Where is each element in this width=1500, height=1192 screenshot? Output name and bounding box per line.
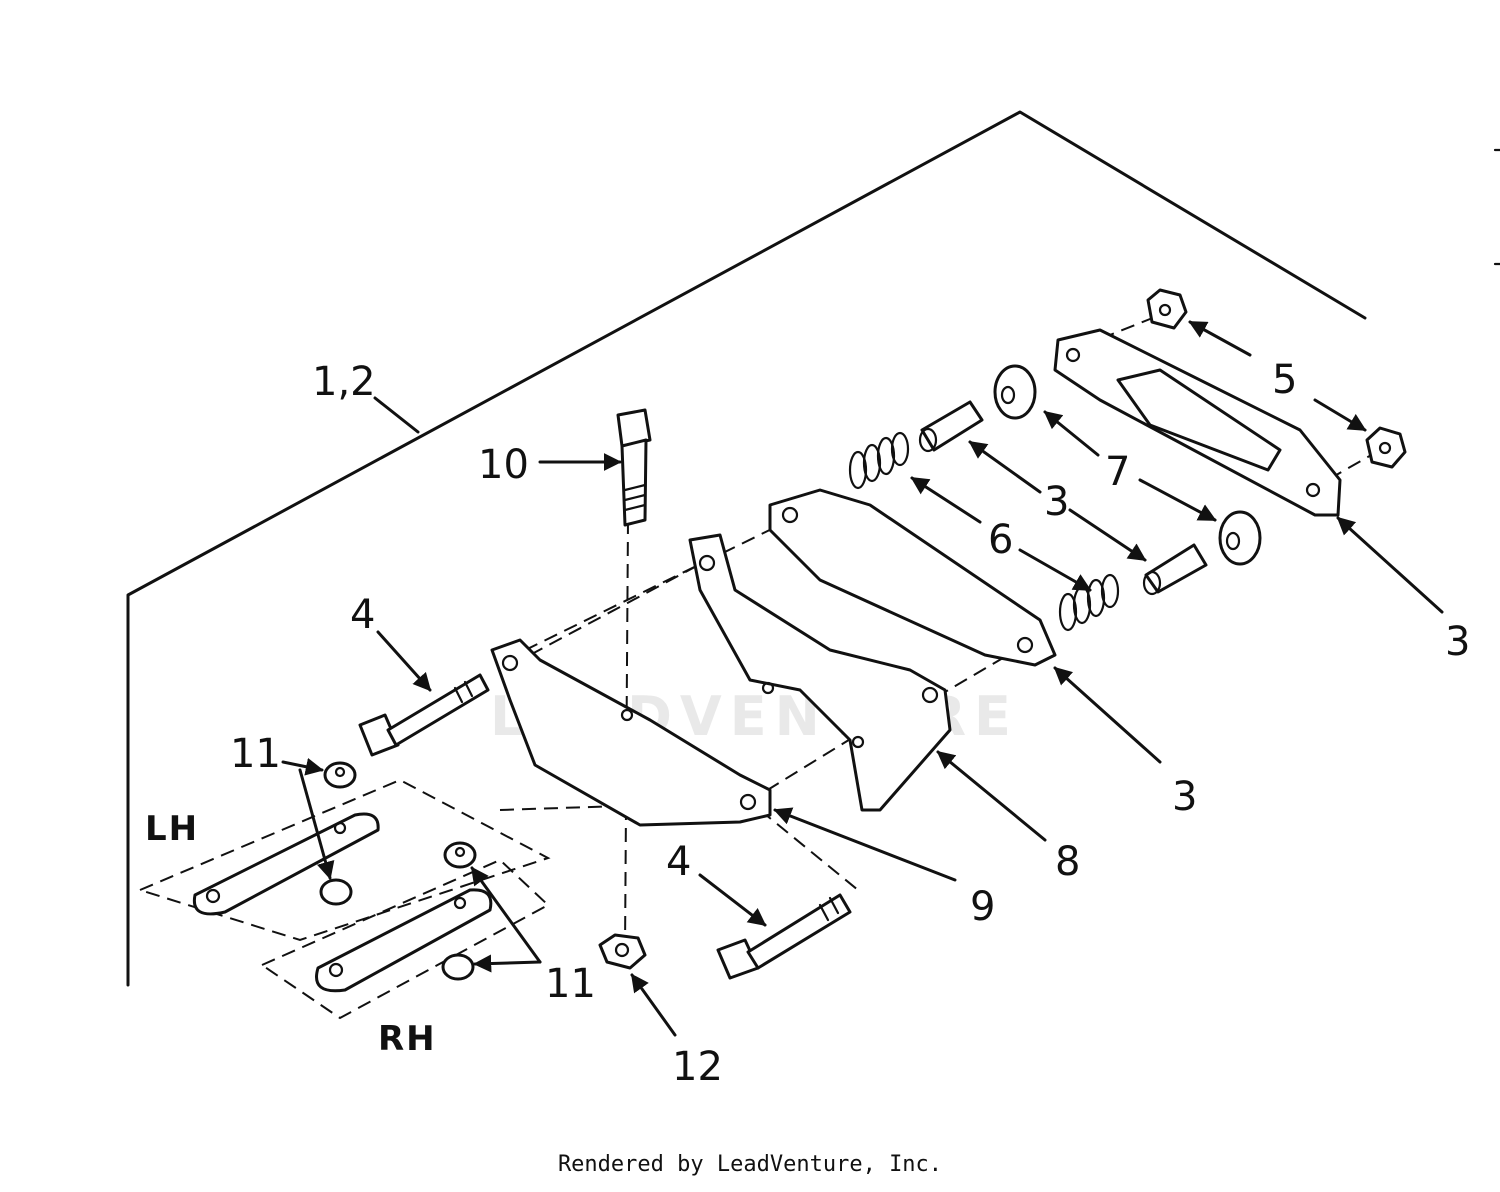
deck-frame-outline: [126, 110, 1500, 987]
rh-spacer-upper: [443, 841, 477, 869]
front-plate: [768, 488, 1057, 667]
bushing-7-upper: [993, 364, 1037, 420]
spring-6-upper: [848, 431, 910, 490]
credit-footer: Rendered by LeadVenture, Inc.: [557, 1152, 943, 1177]
rh-spacer-lower: [441, 953, 475, 981]
leader-lines: [281, 320, 1444, 1037]
bolt-4-upper: [358, 673, 490, 757]
lh-dashed-box: [137, 778, 551, 942]
rear-plate: [1053, 328, 1342, 517]
lh-spacer-lower: [319, 878, 353, 906]
lh-link-arm: [192, 812, 380, 916]
spacer-3-lower: [1142, 543, 1208, 596]
bushing-7-lower: [1218, 510, 1262, 566]
bracket-9: [490, 638, 772, 827]
spring-6-lower: [1058, 573, 1120, 632]
lh-label: LH: [145, 809, 199, 849]
bolt-4-lower: [716, 893, 852, 980]
callout-3-rear-plate: 3: [1445, 619, 1470, 665]
callout-1-2: 1,2: [312, 359, 376, 405]
rh-dashed-box: [259, 858, 550, 1020]
nut-12: [598, 933, 647, 970]
bracket-8: [688, 533, 952, 812]
callout-3-front-plate: 3: [1172, 774, 1197, 820]
nut-5-lower: [1365, 426, 1407, 469]
lh-spacer-upper: [323, 761, 357, 789]
callout-11-lh: 11: [230, 731, 281, 777]
spacer-3-upper: [918, 400, 984, 453]
rh-label: RH: [378, 1019, 437, 1059]
rh-link-arm: [315, 888, 493, 993]
callout-3-spacer: 3: [1044, 479, 1069, 525]
callout-11-rh: 11: [545, 961, 596, 1007]
callout-8: 8: [1055, 839, 1080, 885]
callout-4-upper: 4: [350, 592, 375, 638]
callout-4-lower: 4: [666, 839, 691, 885]
callout-10: 10: [478, 442, 529, 488]
callout-9: 9: [970, 884, 995, 930]
bolt-10: [616, 408, 652, 527]
nut-5-upper: [1146, 288, 1188, 330]
callout-labels: 1,2 10 5 7 3 6 3 3 4 11 8 9 4 11 12: [230, 357, 1470, 1090]
callout-7: 7: [1105, 449, 1130, 495]
callout-6: 6: [988, 517, 1013, 563]
callout-12: 12: [672, 1044, 723, 1090]
callout-5: 5: [1272, 357, 1297, 403]
